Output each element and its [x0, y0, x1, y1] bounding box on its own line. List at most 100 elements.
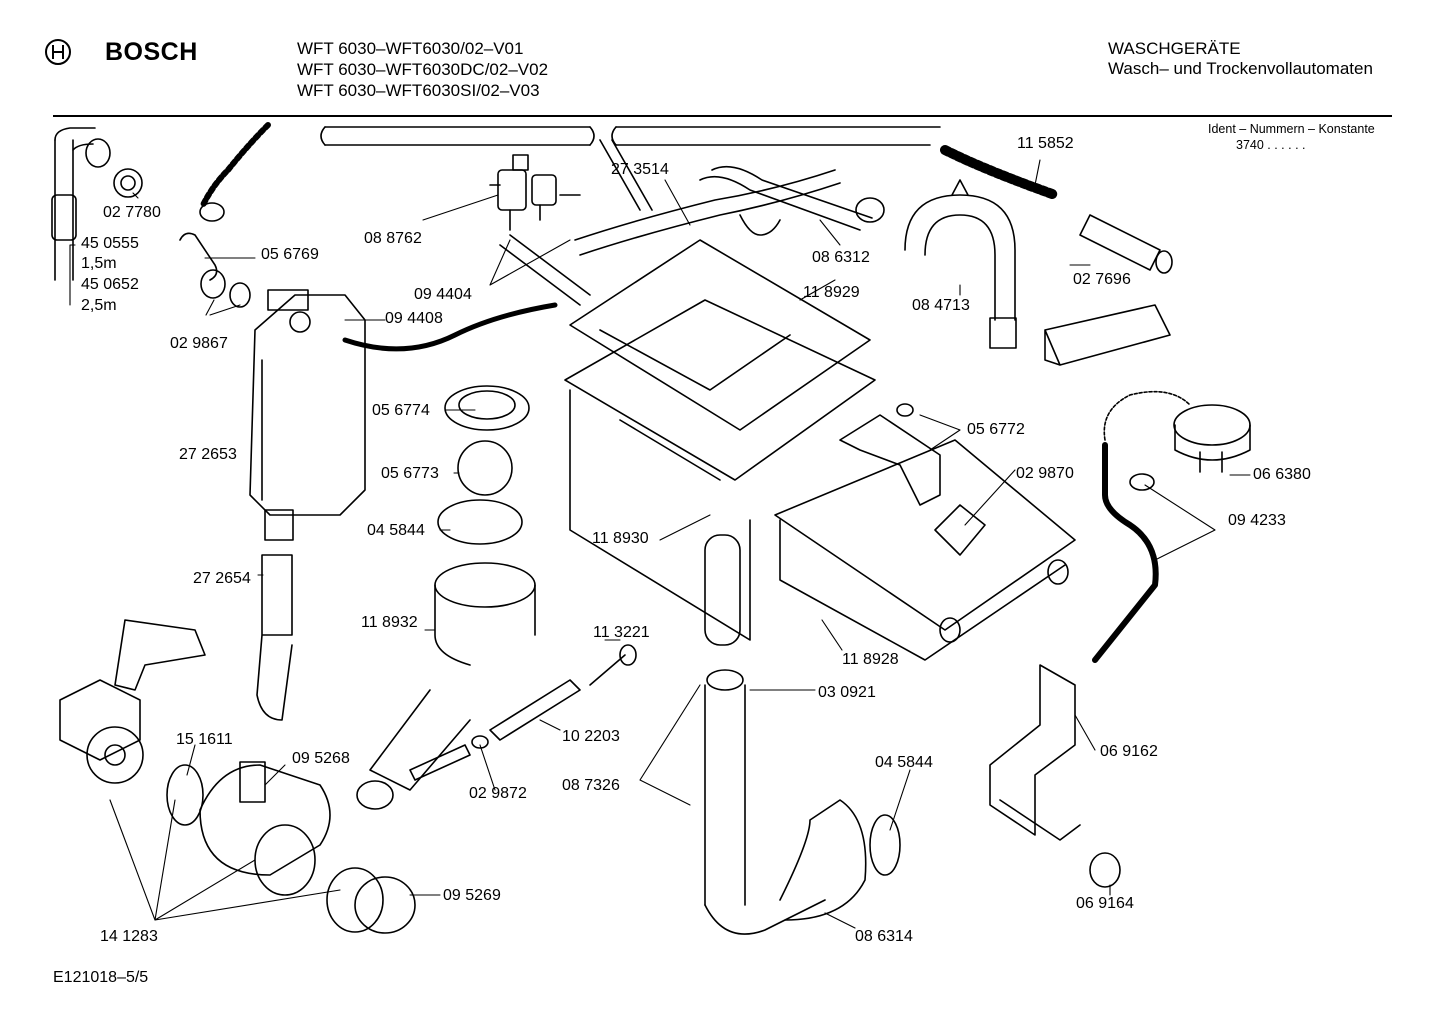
part-label: 05 6773	[381, 465, 439, 482]
model-line-3: WFT 6030–WFT6030SI/02–V03	[297, 81, 540, 100]
part-label: 11 8930	[592, 530, 649, 547]
pump-cover	[114, 619, 206, 691]
siphon-nut	[896, 403, 914, 417]
part-label: 11 5852	[1017, 135, 1074, 152]
float-rod	[589, 654, 626, 686]
hose-bracket	[904, 194, 1016, 321]
part-label: 04 5844	[367, 522, 425, 539]
part-label: 03 0921	[818, 684, 876, 701]
model-line-1: WFT 6030–WFT6030/02–V01	[297, 39, 524, 58]
inlet-hose	[199, 122, 941, 222]
ident-title: Ident – Nummern – Konstante	[1208, 122, 1375, 136]
sump-hose	[356, 562, 536, 810]
part-label: 02 7780	[103, 204, 161, 221]
part-label: 09 5268	[292, 750, 350, 767]
part-label: 02 7696	[1073, 271, 1131, 288]
part-label: 02 9870	[1016, 465, 1074, 482]
ident-value: 3740 . . . . . .	[1236, 138, 1306, 152]
category-title: WASCHGERÄTE	[1108, 39, 1241, 58]
part-label: 02 9867	[170, 335, 228, 352]
part-label: 27 2653	[179, 446, 237, 463]
part-label: 06 6380	[1253, 466, 1311, 483]
pressure-hose	[1092, 442, 1159, 663]
part-label: 10 2203	[562, 728, 620, 745]
part-label: 45 0652	[81, 276, 139, 293]
model-line-2: WFT 6030–WFT6030DC/02–V02	[297, 60, 549, 79]
part-label: 45 0555	[81, 235, 139, 252]
drain-pump	[59, 679, 144, 784]
bellows-seal	[444, 385, 530, 431]
connecting-hose	[574, 169, 841, 256]
pressure-switch	[1173, 404, 1251, 473]
hose-086312	[699, 165, 873, 231]
pressure-hose-thin	[1103, 390, 1191, 441]
length-label: 2,5m	[81, 297, 117, 314]
hose-grommet	[1129, 473, 1155, 491]
support-bracket	[989, 664, 1076, 836]
inlet-hose-end	[940, 145, 1173, 274]
part-label: 09 4233	[1228, 512, 1286, 529]
standpipe	[704, 669, 826, 935]
part-label: 14 1283	[100, 928, 158, 945]
hose-elbow	[739, 214, 781, 236]
pump-housing	[199, 761, 331, 896]
part-label: 05 6769	[261, 246, 319, 263]
mounting-bracket	[1044, 304, 1171, 366]
detergent-drawer	[774, 439, 1076, 661]
part-label: 06 9162	[1100, 743, 1158, 760]
connecting-tube	[256, 554, 293, 721]
hose-clamp	[437, 499, 523, 545]
bracket-clip	[989, 317, 1017, 349]
part-label: 08 4713	[912, 297, 970, 314]
header-divider	[53, 115, 1392, 117]
part-label: 27 3514	[611, 161, 669, 178]
part-label: 09 4404	[414, 286, 472, 303]
hose-piece	[599, 139, 653, 211]
part-label: 08 7326	[562, 777, 620, 794]
part-label: 02 9872	[469, 785, 527, 802]
bracket-foot	[999, 799, 1081, 841]
bellows-seal-inner	[458, 390, 516, 420]
length-label: 1,5m	[81, 255, 117, 272]
pipe-short	[409, 744, 471, 781]
solenoid-valve	[489, 154, 581, 231]
part-label: 05 6774	[372, 402, 430, 419]
part-label: 11 8928	[842, 651, 899, 668]
seal-029870	[934, 504, 986, 556]
seal-ring-2	[229, 282, 251, 308]
category-subtitle: Wasch– und Trockenvollautomaten	[1108, 59, 1373, 78]
hose-end	[855, 197, 885, 223]
dispenser-housing	[564, 299, 876, 646]
seal-ring	[200, 269, 226, 299]
part-label: 11 3221	[593, 624, 650, 641]
part-label: 04 5844	[875, 754, 933, 771]
filter-insert	[326, 867, 416, 934]
o-ring	[166, 764, 204, 826]
siphon-cap	[839, 414, 941, 506]
hose-clamp-2	[869, 814, 901, 876]
part-label: 06 9164	[1076, 895, 1134, 912]
bellows-hose	[779, 799, 867, 921]
bracket-tab	[951, 179, 969, 196]
elbow-hose	[179, 232, 218, 281]
part-label: 08 6314	[855, 928, 913, 945]
float-head	[619, 644, 637, 666]
part-label: 09 5269	[443, 887, 501, 904]
part-label: 15 1611	[176, 731, 233, 748]
housing-lid	[569, 239, 871, 431]
drain-hose-left	[51, 127, 143, 281]
hose-094408	[342, 302, 558, 352]
part-label: 27 2654	[193, 570, 251, 587]
part-label: 11 8932	[361, 614, 418, 631]
hose-094404	[499, 234, 591, 306]
pipe-102203	[489, 679, 581, 741]
ball-valve	[457, 440, 513, 496]
pipe-seal	[471, 735, 489, 749]
detergent-container	[249, 289, 366, 541]
brand-name: BOSCH	[105, 38, 198, 66]
part-label: 05 6772	[967, 421, 1025, 438]
part-label: 08 6312	[812, 249, 870, 266]
grommet-069164	[1089, 852, 1121, 888]
leader-lines	[69, 159, 1251, 929]
